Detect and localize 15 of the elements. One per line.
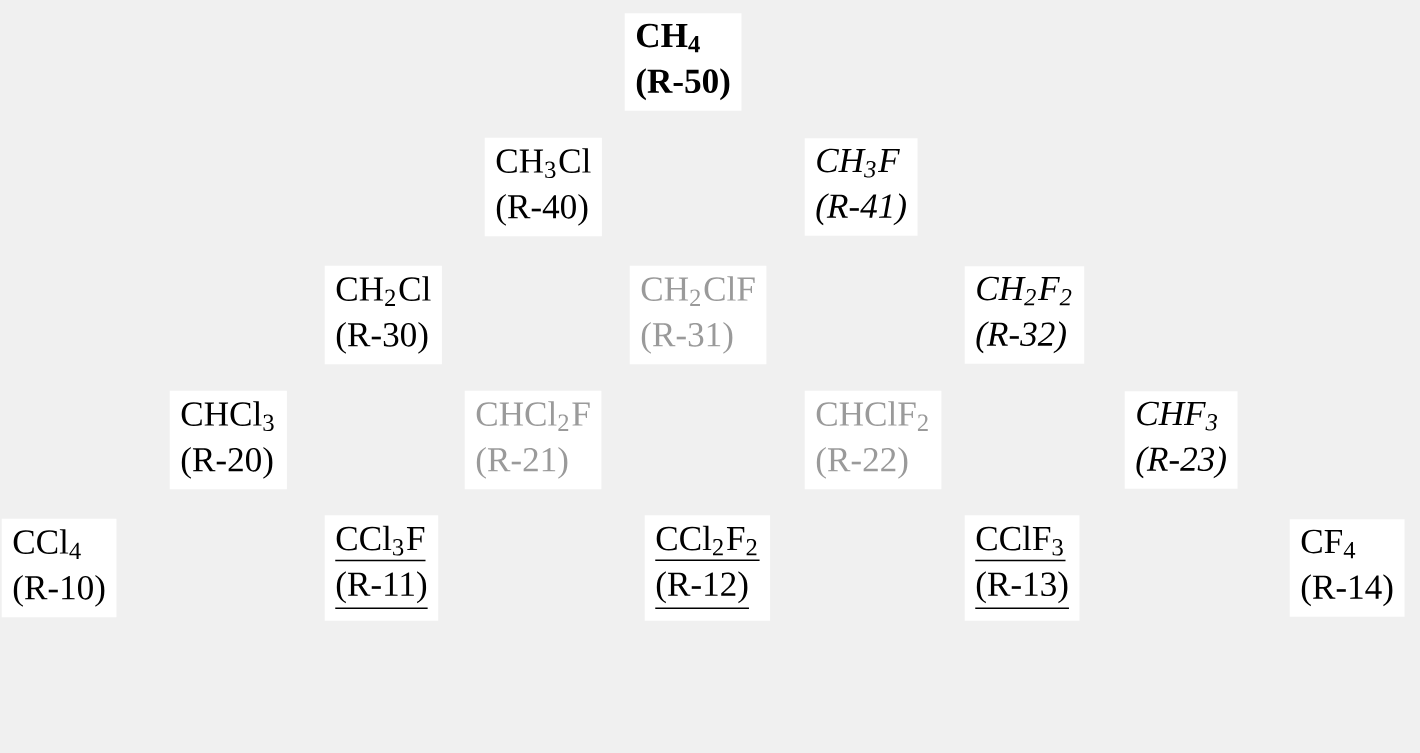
formula-label: CHCl$_{2}$F (R-21) (464, 390, 602, 490)
formula-label: CClF$_{3}$ (R-13) (964, 515, 1080, 621)
formula-label: CHClF$_{2}$ (R-22) (804, 390, 942, 490)
formula-label: CH$_{2}$F$_{2}$ (R-32) (964, 266, 1085, 364)
formula-label: CHCl$_{3}$ (R-20) (169, 390, 287, 490)
formula-label: CHF$_{3}$ (R-23) (1124, 391, 1238, 489)
formula-label: CH$_{3}$F (R-41) (804, 138, 918, 236)
formula-label: CCl$_{2}$F$_{2}$ (R-12) (644, 515, 771, 621)
formula-label: CH$_{3}$Cl (R-40) (484, 137, 602, 237)
formula-label: CCl$_{3}$F (R-11) (324, 515, 439, 621)
formula-label: CH$_{2}$ClF (R-31) (629, 265, 767, 365)
formula-label: CF$_{4}$ (R-14) (1289, 519, 1405, 617)
formula-label: CCl$_{4}$ (R-10) (1, 518, 117, 618)
formula-label: CH$_{2}$Cl (R-30) (324, 265, 442, 365)
formula-label: CH$_{4}$ (R-50) (624, 13, 742, 111)
